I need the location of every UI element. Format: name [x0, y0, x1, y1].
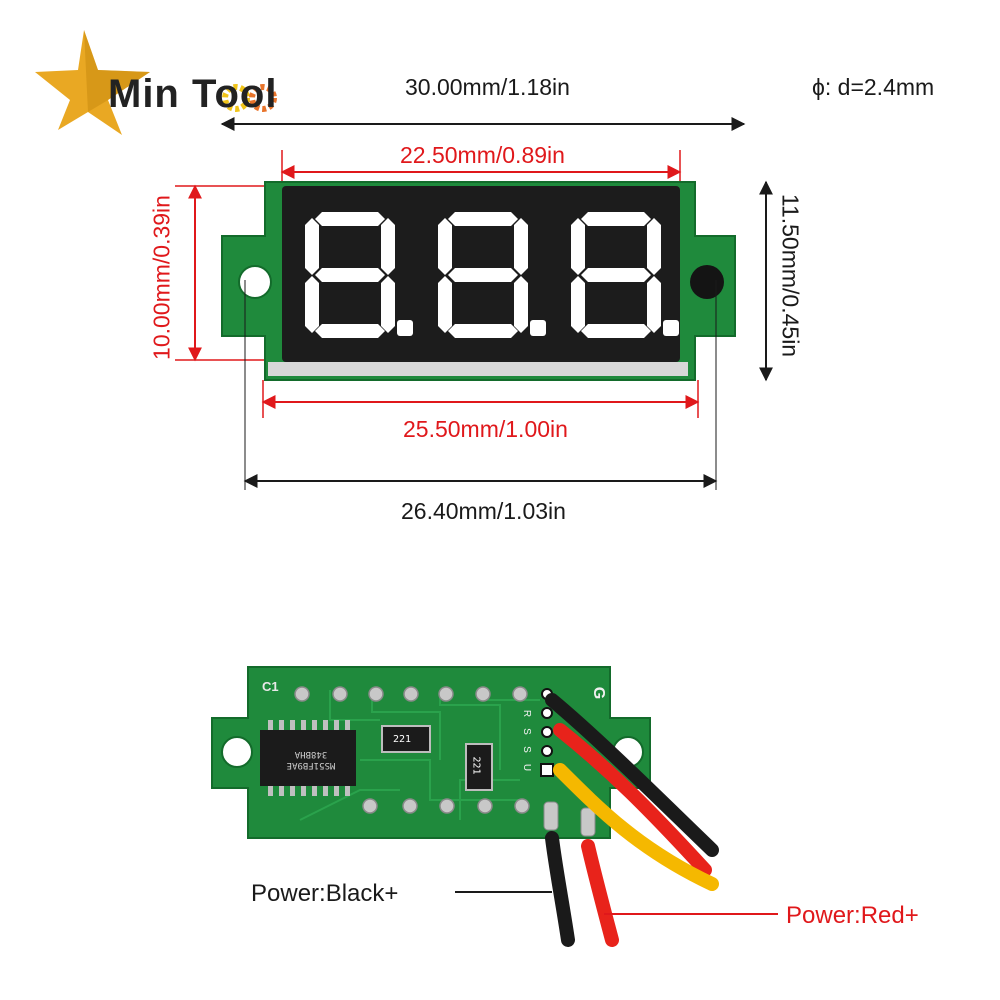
- pin-label-g: G: [590, 686, 608, 700]
- mount-hole-right: [690, 265, 724, 299]
- led-digit-3: [571, 212, 679, 338]
- led-digit-2: [438, 212, 546, 338]
- wire-yellow-signal: [553, 763, 719, 891]
- brand-logo: [35, 30, 277, 135]
- wire-black-signal: [545, 693, 719, 857]
- header-pins: [540, 688, 554, 777]
- label-display-width: 22.50mm/0.89in: [400, 142, 565, 168]
- solder-tab-right: [580, 807, 596, 837]
- silkscreen-c-label: C1: [262, 679, 279, 694]
- wire-black-power: [545, 831, 575, 947]
- resistor-pack-1: [381, 725, 431, 753]
- logo-gear-icon: [222, 84, 250, 112]
- logo-gear-icon-2: [249, 84, 277, 112]
- label-overall-width: 30.00mm/1.18in: [405, 74, 570, 100]
- wire-bundle: [545, 693, 719, 947]
- resistor-pack-2: [465, 743, 493, 791]
- solder-tab-left: [543, 801, 559, 831]
- wire-red-power: [581, 839, 619, 947]
- resistor-2-marking: 221: [470, 756, 482, 775]
- label-hole-diameter: ϕ: d=2.4mm: [812, 74, 935, 100]
- mcu-chip: [260, 720, 356, 796]
- label-power-red: Power:Red+: [786, 902, 919, 929]
- label-hole-spacing: 26.40mm/1.03in: [401, 498, 566, 524]
- top-pad-row: [294, 686, 528, 702]
- pin-label-s2: S: [520, 746, 532, 753]
- pin-label-r: R: [521, 709, 533, 718]
- chip-marking: MS51FB9AE 348BHA: [286, 749, 336, 770]
- label-board-width: 25.50mm/1.00in: [403, 416, 568, 442]
- pin-label-s1: S: [520, 728, 532, 735]
- front-module: [221, 181, 736, 381]
- back-module: [211, 666, 651, 839]
- wire-red-signal: [553, 723, 712, 877]
- label-power-black: Power:Black+: [251, 880, 399, 907]
- brand-name: Min Tool: [108, 72, 278, 116]
- pin-label-u: U: [521, 763, 533, 772]
- bottom-pad-row: [362, 798, 530, 814]
- label-board-height: 11.50mm/0.45in: [777, 193, 804, 358]
- back-mount-hole-left: [221, 736, 253, 768]
- label-display-height: 10.00mm/0.39in: [148, 195, 175, 360]
- pcb-edge-strip: [268, 362, 688, 376]
- mount-hole-left: [238, 265, 272, 299]
- led-digit-1: [305, 212, 413, 338]
- resistor-1-marking: 221: [393, 734, 412, 745]
- logo-star-shadow-icon: [84, 30, 150, 112]
